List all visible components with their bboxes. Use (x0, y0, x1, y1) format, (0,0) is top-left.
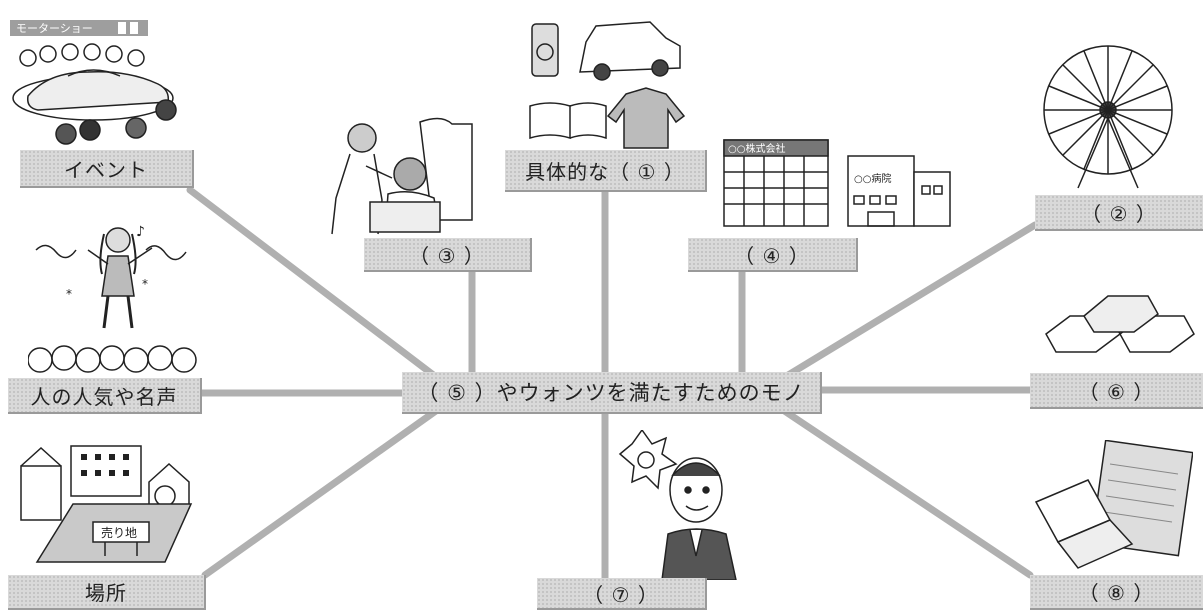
svg-text:○○株式会社: ○○株式会社 (728, 142, 785, 155)
ferris-wheel-illustration (1043, 45, 1173, 189)
node-blank8: （ ⑧ ） (1030, 575, 1203, 610)
center-node: （ ⑤ ）やウォンツを満たすためのモノ (402, 372, 822, 414)
svg-text:*: * (142, 277, 148, 291)
idea-man-illustration (618, 430, 737, 580)
hairdresser-illustration (331, 117, 473, 235)
company-hospital-illustration: ○○株式会社 ○○病院 (723, 139, 951, 227)
line-blank8 (776, 404, 1034, 579)
node-blank3: （ ③ ） (364, 238, 532, 272)
node-event: イベント (20, 150, 194, 188)
line-place (201, 404, 444, 579)
svg-text:*: * (66, 287, 72, 301)
node-popularity: 人の人気や名声 (8, 378, 202, 414)
node-concrete: 具体的な（ ① ） (505, 150, 707, 192)
land-for-sale-illustration: 売り地 (20, 445, 193, 563)
node-blank6: （ ⑥ ） (1030, 373, 1203, 409)
node-place: 場所 (8, 575, 206, 610)
svg-text:○○病院: ○○病院 (854, 172, 891, 185)
gold-bars-illustration (1045, 295, 1195, 353)
idol-illustration: ♪ * * (28, 224, 197, 373)
node-blank4: （ ④ ） (688, 238, 858, 272)
node-blank7: （ ⑦ ） (537, 578, 707, 610)
motorshow-illustration: モーターショー (10, 20, 177, 145)
svg-text:売り地: 売り地 (101, 525, 137, 540)
svg-text:♪: ♪ (136, 224, 145, 240)
svg-text:モーターショー: モーターショー (16, 22, 93, 35)
line-blank2 (776, 221, 1039, 384)
laptop-newspaper-illustration (1034, 440, 1193, 569)
line-event (186, 186, 444, 384)
products-illustration (529, 21, 686, 149)
node-blank2: （ ② ） (1035, 195, 1203, 231)
